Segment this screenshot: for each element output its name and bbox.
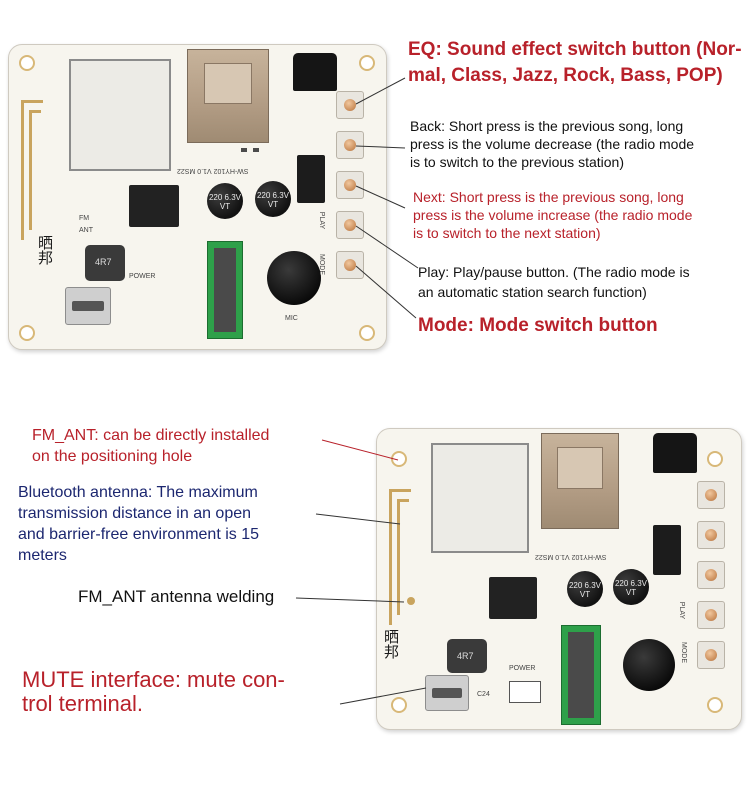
- mute-interface-label-line-1: MUTE interface: mute con-: [22, 667, 285, 692]
- play-label: Play: Play/pause button. (The radio mode…: [418, 262, 690, 302]
- mute-interface-pads: [509, 681, 541, 703]
- bluetooth-antenna-trace: [29, 110, 41, 230]
- microphone: [623, 639, 675, 691]
- back-button: [697, 521, 725, 549]
- back-label-line-3: is to switch to the previous station): [410, 154, 624, 170]
- mute-interface-label-line-2: trol terminal.: [22, 691, 144, 716]
- next-button: [697, 561, 725, 589]
- fm-ant-label-line-2: on the positioning hole: [32, 448, 193, 465]
- eq-button: [336, 91, 364, 119]
- capacitor: 220 6.3V VT: [207, 183, 243, 219]
- bluetooth-antenna-label-line-2: transmission distance in an open: [18, 505, 252, 522]
- mute-interface-label: MUTE interface: mute con- trol terminal.: [22, 668, 285, 716]
- next-label: Next: Short press is the previous song, …: [413, 188, 692, 242]
- back-button: [336, 131, 364, 159]
- play-label-line-2: an automatic station search function): [418, 284, 647, 300]
- fm-ant-label: FM_ANT: can be directly installed on the…: [32, 425, 269, 467]
- ant-text: ANT: [79, 227, 93, 234]
- bluetooth-board-top-photo: 220 6.3V VT 220 6.3V VT 4R7 晒邦 SW-HY102 …: [8, 44, 387, 350]
- inductor-label: 4R7: [457, 651, 474, 661]
- next-label-line-3: is to switch to the next station): [413, 225, 601, 241]
- mic-text: MIC: [285, 315, 298, 322]
- mute-id-text: C24: [477, 691, 490, 698]
- main-chip: [129, 185, 179, 227]
- mounting-hole: [707, 697, 723, 713]
- back-label-line-2: press is the volume decrease (the radio …: [410, 136, 695, 152]
- capacitor-label: 220 6.3V VT: [208, 193, 242, 211]
- mounting-hole: [19, 325, 35, 341]
- eq-button: [697, 481, 725, 509]
- eq-label-line-1: EQ: Sound effect switch button (Nor-: [408, 39, 742, 60]
- mounting-hole: [391, 697, 407, 713]
- inductor: 4R7: [85, 245, 125, 281]
- sd-card-slot: [69, 59, 171, 171]
- next-label-line-2: press is the volume increase (the radio …: [413, 207, 693, 223]
- chip-row: [297, 155, 325, 203]
- fm-ant-weld-pad: [407, 597, 415, 605]
- smd-component: [253, 148, 259, 152]
- next-button: [336, 171, 364, 199]
- mode-button: [697, 641, 725, 669]
- power-text: POWER: [129, 273, 156, 280]
- sd-card-slot: [431, 443, 529, 553]
- bluetooth-antenna-trace: [21, 100, 43, 240]
- bluetooth-board-bottom-photo: 220 6.3V VT 220 6.3V VT 4R7 晒邦 SW-HY102 …: [376, 428, 742, 730]
- fm-ant-positioning-hole: [391, 451, 407, 467]
- fm-ant-welding-label: FM_ANT antenna welding: [78, 587, 275, 606]
- audio-jack: [207, 241, 243, 339]
- next-label-line-1: Next: Short press is the previous song, …: [413, 189, 684, 205]
- play-button: [697, 601, 725, 629]
- capacitor-label: 220 6.3V VT: [614, 579, 648, 597]
- fm-text: FM: [79, 215, 90, 222]
- ir-receiver: [653, 433, 697, 473]
- main-chip: [489, 577, 537, 619]
- back-label: Back: Short press is the previous song, …: [410, 117, 694, 171]
- mounting-hole: [359, 325, 375, 341]
- play-button: [336, 211, 364, 239]
- inductor-label: 4R7: [95, 257, 112, 267]
- mounting-hole: [19, 55, 35, 71]
- capacitor-label: 220 6.3V VT: [256, 191, 290, 209]
- usb-port: [187, 49, 269, 143]
- eq-label-line-2: mal, Class, Jazz, Rock, Bass, POP): [408, 64, 723, 86]
- bluetooth-antenna-trace: [389, 489, 411, 625]
- capacitor: 220 6.3V VT: [567, 571, 603, 607]
- brand-chinese-text: 晒邦: [382, 629, 400, 659]
- bluetooth-antenna-label: Bluetooth antenna: The maximum transmiss…: [18, 482, 259, 566]
- ir-receiver: [293, 53, 337, 91]
- capacitor: 220 6.3V VT: [255, 181, 291, 217]
- microphone: [267, 251, 321, 305]
- micro-usb-port: [65, 287, 111, 325]
- bluetooth-antenna-label-line-3: and barrier-free environment is 15: [18, 526, 260, 543]
- usb-port: [541, 433, 619, 529]
- mounting-hole: [707, 451, 723, 467]
- bluetooth-antenna-label-line-1: Bluetooth antenna: The maximum: [18, 484, 258, 501]
- micro-usb-port: [425, 675, 469, 711]
- inductor: 4R7: [447, 639, 487, 673]
- bluetooth-antenna-trace: [397, 499, 409, 615]
- back-label-line-1: Back: Short press is the previous song, …: [410, 118, 684, 134]
- power-text: POWER: [509, 665, 536, 672]
- bluetooth-antenna-label-line-4: meters: [18, 547, 67, 564]
- capacitor-label: 220 6.3V VT: [568, 581, 602, 599]
- audio-jack: [561, 625, 601, 725]
- play-label-line-1: Play: Play/pause button. (The radio mode…: [418, 264, 690, 280]
- capacitor: 220 6.3V VT: [613, 569, 649, 605]
- smd-component: [241, 148, 247, 152]
- mounting-hole: [359, 55, 375, 71]
- eq-label: EQ: Sound effect switch button (Nor- mal…: [408, 40, 742, 86]
- brand-chinese-text: 晒邦: [36, 235, 54, 265]
- mode-label: Mode: Mode switch button: [418, 315, 658, 336]
- mode-button: [336, 251, 364, 279]
- fm-ant-label-line-1: FM_ANT: can be directly installed: [32, 427, 270, 444]
- chip-row: [653, 525, 681, 575]
